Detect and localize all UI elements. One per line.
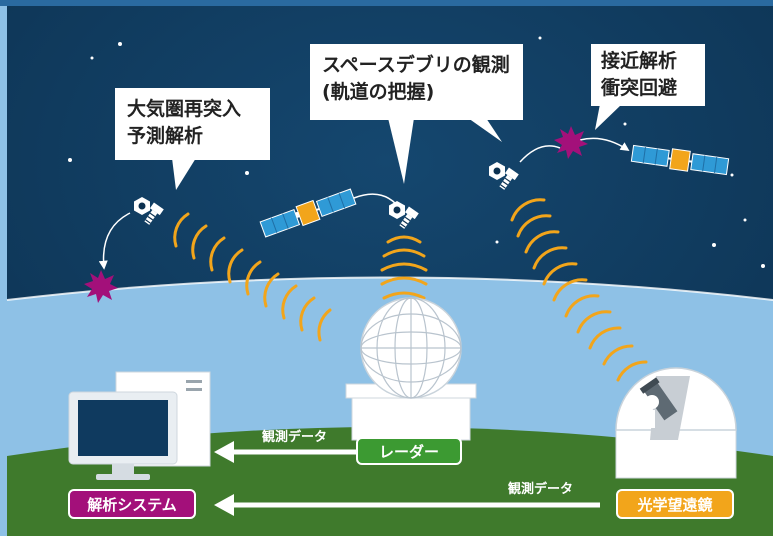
radar-badge: レーダー: [356, 437, 462, 465]
telescope-observatory-icon: [615, 367, 737, 479]
orbit-path: [353, 193, 397, 205]
collision-callout-line2: 衝突回避: [601, 77, 678, 99]
reentry-callout-line1: 大気圏再突入: [127, 98, 242, 120]
reentry-callout: 大気圏再突入 予測解析: [115, 88, 270, 160]
observation-callout-line1: スペースデブリの観測: [322, 54, 510, 76]
collision-path: [519, 145, 561, 163]
observation-callout-tail-right: [468, 118, 502, 142]
telescope-signal: [510, 198, 648, 382]
data-flow-telescope-arrow: [214, 494, 600, 516]
optical-telescope-badge: 光学望遠鏡: [616, 489, 734, 519]
reentry-path: [98, 212, 131, 270]
observation-callout-line2: (軌道の把握): [322, 81, 435, 103]
deflect-path: [579, 137, 630, 151]
collision-callout-tail: [595, 104, 622, 130]
data-flow-radar-arrow: [214, 441, 356, 463]
observation-callout: スペースデブリの観測 (軌道の把握): [310, 44, 523, 120]
reentry-callout-line2: 予測解析: [127, 125, 204, 147]
radar-signal-left: [173, 212, 332, 342]
radar-signal-vertical: [380, 235, 428, 300]
reentry-callout-tail: [172, 158, 196, 190]
left-border: [0, 0, 7, 536]
analysis-system-badge: 解析システム: [68, 489, 196, 519]
atmosphere-edge: [6, 276, 773, 301]
telescope-data-label: 観測データ: [508, 482, 574, 497]
observation-callout-tail: [388, 118, 414, 184]
radar-data-label: 観測データ: [262, 430, 328, 445]
collision-callout-line1: 接近解析: [601, 50, 678, 72]
collision-callout: 接近解析 衝突回避: [591, 44, 705, 106]
top-border: [0, 0, 773, 6]
radar-dome-icon: [345, 297, 477, 441]
computer-icon: [68, 371, 211, 480]
